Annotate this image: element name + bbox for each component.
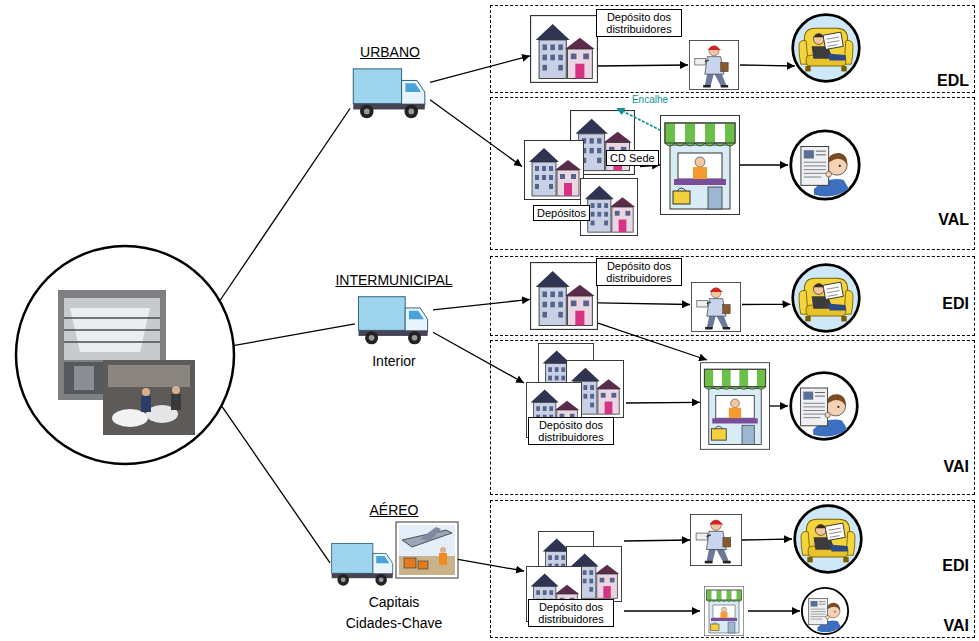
flow-arrow [598, 303, 690, 305]
flow-arrow [458, 559, 524, 571]
flow-arrow [430, 56, 530, 83]
flow-arrow [626, 402, 700, 404]
route-heading: INTERMUNICIPAL [335, 272, 452, 289]
courier-icon [691, 282, 740, 331]
truck-icon [353, 69, 425, 118]
channel-band: EDI VAI Depósito dos distribuidores [490, 500, 975, 638]
home-reader-node [792, 503, 864, 575]
courier-node [690, 282, 742, 332]
depot-label: Depósito dos distribuidores [528, 417, 614, 445]
home-reader-node [790, 262, 862, 334]
flow-arrow [235, 324, 355, 346]
route-note: Cidades-Chave [346, 615, 443, 632]
courier-node [690, 514, 742, 566]
courier-icon [690, 514, 741, 565]
channel-band: VALCD SedeDepósitos [490, 97, 975, 250]
depot-cluster: Depósito dos distribuidores [524, 343, 626, 443]
home-reader-node [790, 12, 862, 84]
flow-arrow [598, 65, 688, 66]
channel-code: VAI [944, 458, 969, 476]
newspaper-reader-icon [791, 373, 858, 440]
route-heading: URBANO [360, 44, 420, 61]
building-icon [531, 263, 598, 330]
flow-arrow [742, 304, 791, 306]
truck-node: URBANO [350, 65, 430, 123]
depot-cluster: Depósito dos distribuidores [524, 531, 624, 631]
newsstand-node [700, 360, 770, 452]
newsstand-icon [700, 363, 769, 450]
depot-node: Depósito dos distribuidores [530, 15, 598, 83]
building-icon [525, 141, 584, 200]
building-icon [531, 16, 598, 83]
edge-label: Encalhe [630, 94, 670, 106]
channel-band: VAI Depósito dos distribuidores [490, 340, 975, 495]
flow-arrow [740, 65, 795, 66]
depot-label: Depósitos [533, 205, 590, 221]
courier-icon [689, 40, 738, 89]
flow-arrow [770, 405, 788, 406]
route-note: Capitais [369, 594, 420, 611]
channel-code: EDI [942, 557, 969, 575]
flow-arrow [624, 610, 700, 611]
home-reader-icon [795, 506, 862, 573]
reader-node [788, 370, 860, 442]
depot-label: Depósito dos distribuidores [596, 9, 682, 37]
depot-cluster: CD SedeDepósitos [522, 108, 640, 238]
newsstand-node [660, 115, 740, 215]
channel-code: VAL [938, 211, 969, 229]
truck-icon [332, 544, 393, 586]
route-note: Interior [372, 353, 416, 370]
channel-code: EDL [937, 72, 969, 90]
truck-icon [359, 297, 428, 345]
channel-band: EDI Depósito dos distribuidores [490, 256, 975, 336]
flow-arrow [742, 539, 792, 540]
depot-label: Depósito dos distribuidores [528, 599, 614, 627]
truck-plane-node: AÉREOCapitaisCidades-Chave [330, 522, 458, 590]
air-cargo-picture [396, 522, 458, 578]
depot-node: Depósito dos distribuidores [530, 262, 598, 330]
channel-code: EDI [942, 295, 969, 313]
depot-label: CD Sede [606, 150, 659, 166]
press-photo-circle [16, 246, 234, 464]
courier-node [688, 40, 740, 90]
channel-code: VAI [944, 617, 969, 635]
flow-arrow [433, 299, 530, 309]
home-reader-icon [793, 265, 860, 332]
newspaper-reader-icon [791, 131, 859, 199]
flow-arrow [740, 164, 788, 165]
flow-arrow [220, 109, 350, 301]
truck-node: INTERMUNICIPALInterior [355, 293, 433, 349]
depot-label: Depósito dos distribuidores [596, 258, 682, 286]
channel-band: EDL Depósito dos distribuidores [490, 5, 975, 93]
route-heading: AÉREO [369, 502, 418, 519]
flow-arrow [222, 407, 330, 563]
reader-node [800, 586, 850, 636]
reader-node [788, 128, 862, 202]
flow-arrow [598, 323, 707, 360]
newsstand-icon [661, 116, 740, 215]
flow-arrow [624, 540, 690, 541]
home-reader-icon [793, 15, 860, 82]
return-flow-arrow [616, 108, 660, 130]
newspaper-reader-icon [802, 588, 848, 634]
newsstand-icon [704, 586, 744, 636]
flow-arrow [430, 100, 522, 167]
press-circle [15, 245, 235, 465]
flow-arrow [748, 610, 800, 611]
newsstand-node [700, 586, 748, 636]
